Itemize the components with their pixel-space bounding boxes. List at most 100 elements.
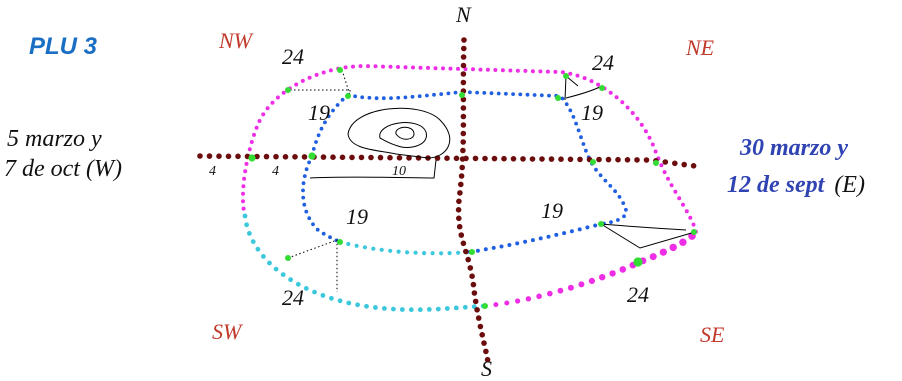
ring24-north-dot (647, 135, 652, 140)
ring24-south-west-dot (453, 305, 459, 311)
ew-axis-dot (634, 157, 640, 163)
ring24-north-dot (515, 68, 520, 73)
ring19-north-dot (624, 207, 628, 212)
ring19-west-dot (301, 195, 306, 200)
ns-axis-dot (474, 307, 480, 313)
ring24-north-dot (441, 66, 445, 71)
north-south-axis (455, 37, 491, 363)
ring24-north-dot (456, 66, 460, 71)
intersection-marker (653, 160, 659, 166)
intersection-markers (248, 67, 697, 309)
nw-label: NW (218, 28, 254, 53)
ring24-south-west-dot (364, 303, 369, 309)
intersection-marker (285, 87, 291, 93)
page-title: PLU 3 (29, 33, 98, 60)
ring24-south-west-dot (303, 286, 309, 291)
north-label: N (455, 2, 472, 27)
ns-axis-dot (472, 298, 479, 305)
ring24-south-east-dot (567, 284, 574, 291)
ring24-north-dot (403, 65, 408, 70)
label-ne-24: 24 (592, 50, 614, 75)
ring19-north-dot (621, 201, 626, 206)
ns-axis-dot (469, 273, 475, 280)
ring24-north-dot (677, 196, 682, 201)
ring19-southwest-dot (405, 250, 410, 255)
ring24-north-dot (254, 125, 259, 130)
label-nw-19: 19 (308, 100, 330, 125)
ring19-north-dot (511, 92, 515, 96)
ring24-north-dot (596, 82, 601, 87)
ring24-north-dot (662, 170, 667, 175)
ring19-southwest-dot (346, 241, 351, 247)
ring24-south-east-dot (619, 266, 627, 273)
ring24-north-dot (650, 142, 655, 147)
ring24-north-dot (307, 75, 312, 80)
ring24-north-dot (635, 116, 640, 121)
ring24-south-east-dot (588, 277, 596, 284)
ew-axis-dot (330, 154, 336, 160)
ew-axis-dot (472, 155, 479, 162)
ew-axis-dot (320, 154, 327, 160)
ring19-southwest-dot (379, 247, 384, 252)
contour-mid (379, 122, 427, 148)
ns-axis-dot (481, 340, 487, 346)
ring24-south-east-dot (659, 248, 667, 256)
intersection-marker (345, 93, 351, 99)
ring24-north-dot (553, 69, 558, 74)
label-sw-19: 19 (346, 204, 368, 229)
se-solid-connector (600, 223, 696, 249)
ring19-north-dot (525, 92, 530, 97)
ns-axis-dot (459, 164, 466, 171)
ring24-south-west-dot (288, 277, 293, 283)
ring24-north-dot (244, 161, 249, 166)
intersection-marker (590, 159, 596, 165)
ring24-south-west-dot (244, 222, 250, 228)
ring19-north-dot (616, 218, 620, 222)
ring24-north-dot (508, 68, 513, 73)
ring19-north-dot (613, 189, 617, 194)
ns-axis-dot (458, 173, 465, 179)
ring24-south-west-dot (312, 289, 317, 295)
ring24-north-dot (666, 176, 670, 181)
ew-axis-dot (615, 156, 621, 163)
east-dates-line2-main: 12 de sept (727, 172, 826, 198)
ring24-south-east-dot (679, 238, 687, 246)
ring19-north-dot (475, 90, 479, 95)
ring19-north-dot (594, 167, 598, 172)
ring24-south-west-dot (247, 231, 252, 236)
ring24-north-dot (243, 169, 248, 174)
label-sw-24: 24 (282, 285, 304, 310)
ring19-north-dot (496, 91, 501, 96)
ring19-southeast-dot (593, 223, 598, 228)
ring24-north-dot (538, 69, 543, 74)
east-dates-line2-suffix: (E) (834, 172, 865, 198)
intersection-marker (563, 73, 569, 79)
ring19-southwest-dot (388, 248, 393, 253)
ns-axis-dot (460, 96, 467, 103)
ring24-north-dot (328, 68, 333, 73)
ring24-south-west-dot (337, 298, 343, 304)
ring24-south-east-dot (536, 293, 542, 300)
ring24-north-dot (545, 69, 550, 74)
ns-axis-dot (471, 290, 478, 296)
ring24-north-dot (493, 68, 498, 72)
ring24-south-west-dot (242, 213, 248, 219)
ns-axis-dot (460, 54, 467, 60)
sw-dotted-connector (287, 239, 338, 292)
ring24-north-dot (639, 122, 644, 127)
ring24-north-dot (247, 147, 252, 152)
ring19-southeast-dot (507, 243, 512, 247)
label-w-outer-4: 4 (209, 164, 216, 179)
ns-axis-dot (460, 139, 467, 145)
ring19-north-dot (468, 90, 472, 95)
ring24-north-dot (643, 129, 648, 134)
ns-axis-dot (460, 105, 467, 111)
ring24-south-west-dot (382, 306, 387, 311)
ns-axis-dot (460, 147, 466, 154)
ew-axis-dot (501, 155, 507, 162)
ring19-west-dot (302, 202, 307, 207)
ew-axis-dot (225, 153, 232, 160)
ring19-southwest-dot (354, 243, 359, 248)
ring19-southeast-dot (538, 236, 543, 241)
ring19-southeast-dot (530, 238, 535, 243)
